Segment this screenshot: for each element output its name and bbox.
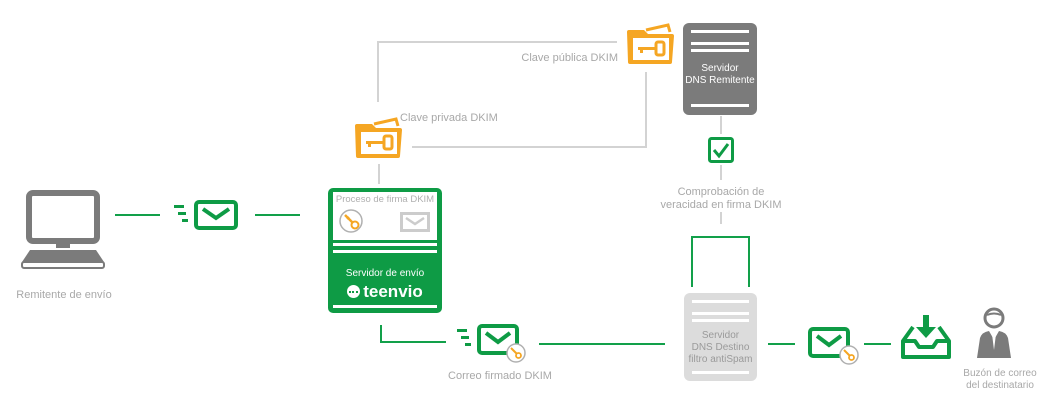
public-key-label: Clave pública DKIM: [521, 52, 618, 64]
inbox-download-icon: [901, 315, 951, 359]
flow-line: [380, 341, 446, 343]
private-key-folder-icon: [355, 117, 402, 158]
chat-bubble-icon: [347, 285, 361, 298]
brand-name: teenvio: [363, 282, 423, 301]
sending-server: Proceso de firma DKIM Servidor de envío …: [328, 188, 442, 313]
flow-line: [748, 237, 750, 287]
recipient-label-2: del destinatario: [966, 380, 1034, 391]
dns-sender-line2: DNS Remitente: [685, 75, 755, 86]
dns-sender-line1: Servidor: [701, 63, 739, 74]
dns-dest-line2: DNS Destino: [691, 342, 750, 353]
recipient-label-1: Buzón de correo: [963, 368, 1037, 379]
dns-dest-line3: filtro antiSpam: [688, 354, 753, 365]
signed-mail-icon: [457, 324, 526, 363]
connector: [377, 41, 617, 43]
flow-line: [691, 237, 693, 287]
sender-label: Remitente de envío: [16, 289, 112, 301]
connector: [378, 164, 380, 184]
flow-line: [115, 214, 160, 216]
checkbox-check-icon: [708, 137, 734, 163]
key-circle-icon: [339, 209, 363, 233]
signed-mail-label: Correo firmado DKIM: [448, 370, 552, 382]
dns-destination-server: Servidor DNS Destino filtro antiSpam: [684, 293, 757, 381]
sending-mail-icon: [174, 200, 238, 230]
dns-dest-line1: Servidor: [701, 330, 740, 341]
connector: [720, 116, 722, 134]
flow-line: [380, 325, 382, 342]
connector: [412, 146, 647, 148]
teenvio-logo: teenvio: [328, 282, 442, 302]
dns-sender-server: Servidor DNS Remitente: [683, 23, 757, 115]
verification-label-1: Comprobación de: [677, 186, 765, 198]
connector: [720, 212, 722, 224]
connector: [645, 72, 647, 148]
computer-icon: [21, 190, 105, 269]
mail-icon: [400, 212, 430, 232]
person-icon: [977, 307, 1011, 358]
private-key-label: Clave privada DKIM: [400, 112, 498, 124]
connector: [377, 42, 379, 102]
flow-line: [539, 343, 665, 345]
dkim-signing-process: Proceso de firma DKIM: [333, 192, 437, 240]
flow-line: [864, 343, 891, 345]
verification-label-2: veracidad en firma DKIM: [660, 199, 782, 211]
process-title: Proceso de firma DKIM: [335, 194, 435, 205]
server-label: Servidor de envío: [345, 268, 425, 279]
flow-line: [768, 343, 795, 345]
public-key-folder-icon: [627, 23, 674, 64]
connector: [720, 165, 722, 180]
flow-line: [691, 236, 750, 238]
flow-line: [255, 214, 300, 216]
signed-mail-icon: [808, 327, 859, 365]
